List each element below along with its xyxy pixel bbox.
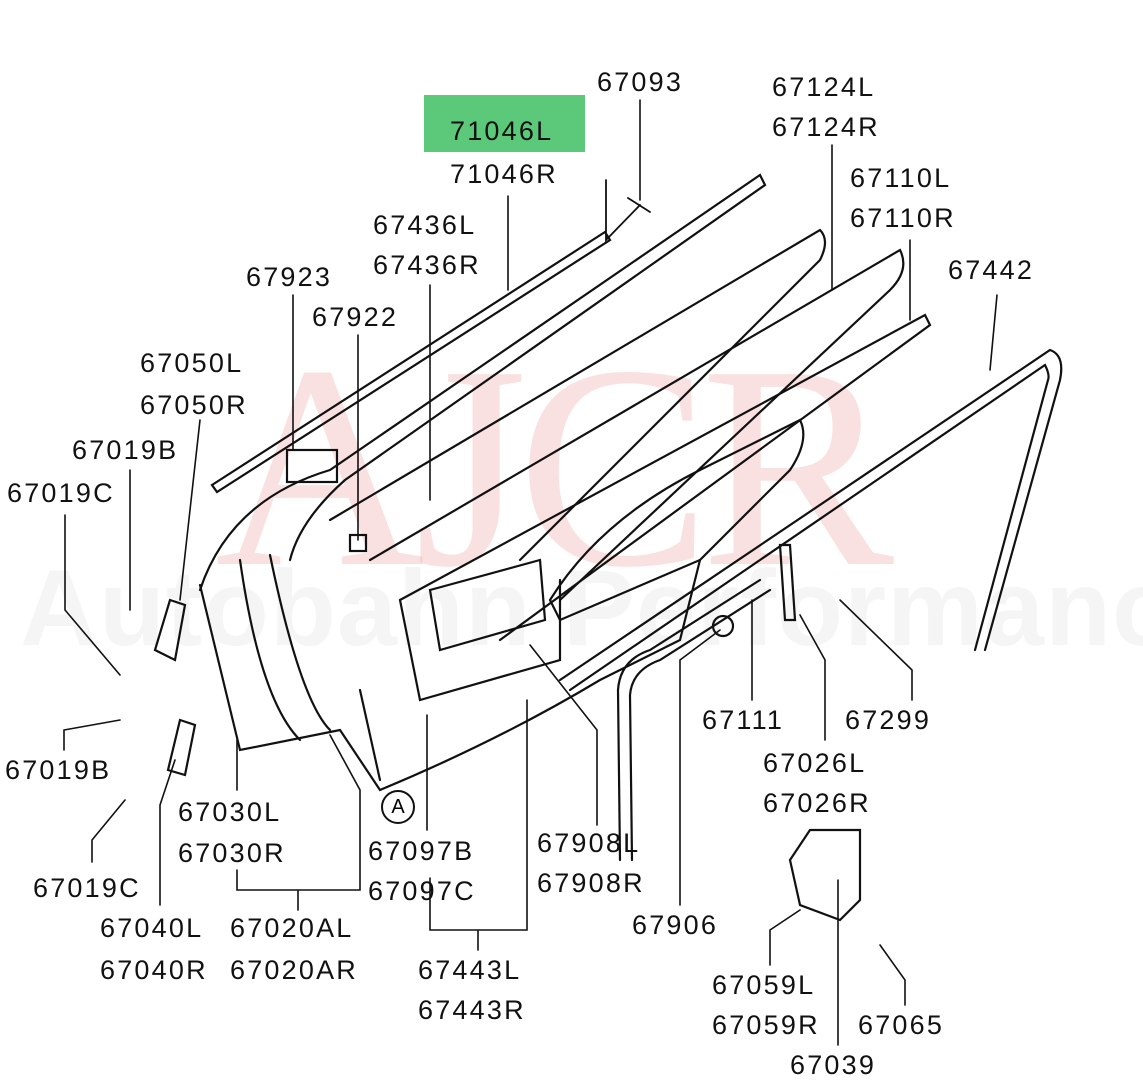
door-sash-3 bbox=[398, 313, 932, 642]
part-label-67299[interactable]: 67299 bbox=[845, 705, 932, 735]
door-frame-outer bbox=[198, 173, 767, 592]
grommet-67111 bbox=[711, 614, 735, 638]
part-label-67110L[interactable]: 67110L bbox=[850, 163, 952, 193]
part-label-67050R[interactable]: 67050R bbox=[140, 390, 248, 420]
leader-lines bbox=[63, 99, 998, 1046]
front-channel-67026 bbox=[778, 543, 797, 622]
part-label-67026L[interactable]: 67026L bbox=[763, 748, 867, 778]
part-label-67442[interactable]: 67442 bbox=[948, 255, 1035, 285]
part-label-67436R[interactable]: 67436R bbox=[373, 250, 481, 280]
door-sash-2 bbox=[368, 248, 905, 602]
part-label-67019B[interactable]: 67019B bbox=[72, 435, 179, 465]
part-label-67020AR[interactable]: 67020AR bbox=[230, 955, 358, 985]
part-label-67111[interactable]: 67111 bbox=[702, 705, 785, 735]
rear-channel-67906 bbox=[616, 578, 772, 862]
inner-panel bbox=[358, 558, 562, 782]
watermark-text: Autobahn Performance bbox=[20, 547, 1143, 668]
part-label-67040R[interactable]: 67040R bbox=[100, 955, 208, 985]
part-label-67050L[interactable]: 67050L bbox=[140, 348, 244, 378]
part-label-67908L[interactable]: 67908L bbox=[537, 828, 641, 858]
hinge-lower bbox=[166, 718, 197, 777]
door-panel bbox=[198, 553, 702, 792]
belt-moulding bbox=[210, 230, 612, 494]
part-label-67923[interactable]: 67923 bbox=[246, 262, 333, 292]
part-label-67443L[interactable]: 67443L bbox=[418, 955, 522, 985]
part-label-67019C[interactable]: 67019C bbox=[33, 873, 141, 903]
highlighted-part-box bbox=[424, 95, 585, 152]
part-label-67065[interactable]: 67065 bbox=[858, 1010, 945, 1040]
part-label-67443R[interactable]: 67443R bbox=[418, 995, 526, 1025]
part-label-71046L-highlighted[interactable]: 71046L bbox=[450, 116, 554, 146]
part-label-67026R[interactable]: 67026R bbox=[763, 788, 871, 818]
part-label-67020AL[interactable]: 67020AL bbox=[230, 913, 354, 943]
part-label-67124L[interactable]: 67124L bbox=[772, 72, 876, 102]
part-label-67097B[interactable]: 67097B bbox=[368, 836, 475, 866]
part-label-67906[interactable]: 67906 bbox=[632, 910, 719, 940]
part-label-67040L[interactable]: 67040L bbox=[100, 913, 204, 943]
screw-67093 bbox=[605, 179, 651, 243]
part-label-67019C[interactable]: 67019C bbox=[7, 478, 115, 508]
part-label-67124R[interactable]: 67124R bbox=[772, 112, 880, 142]
weatherstrip-67442 bbox=[558, 348, 1063, 692]
part-label-67908R[interactable]: 67908R bbox=[537, 868, 645, 898]
part-label-67019B[interactable]: 67019B bbox=[5, 755, 112, 785]
hinge-67059 bbox=[788, 828, 862, 922]
door-sash-1 bbox=[328, 228, 827, 562]
part-label-67059R[interactable]: 67059R bbox=[712, 1010, 820, 1040]
part-label-67030R[interactable]: 67030R bbox=[178, 838, 286, 868]
part-label-67097C[interactable]: 67097C bbox=[368, 876, 476, 906]
part-label-67030L[interactable]: 67030L bbox=[178, 797, 282, 827]
part-label-67039[interactable]: 67039 bbox=[790, 1050, 877, 1080]
window-glass bbox=[548, 418, 805, 622]
part-label-67922[interactable]: 67922 bbox=[312, 302, 399, 332]
hinge-upper bbox=[153, 598, 187, 662]
part-label-71046R[interactable]: 71046R bbox=[450, 159, 558, 189]
part-67923 bbox=[285, 448, 339, 484]
part-label-67436L[interactable]: 67436L bbox=[373, 210, 477, 240]
part-label-67093[interactable]: 67093 bbox=[597, 67, 684, 97]
part-label-67059L[interactable]: 67059L bbox=[712, 970, 816, 1000]
part-label-67110R[interactable]: 67110R bbox=[850, 203, 956, 233]
callout-a: A bbox=[381, 790, 415, 824]
